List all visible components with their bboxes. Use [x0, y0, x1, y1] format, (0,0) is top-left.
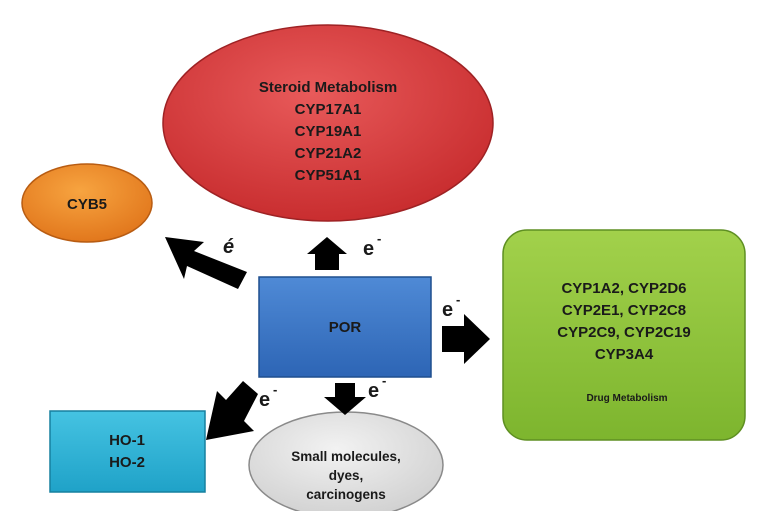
electron-charge: - [382, 373, 386, 388]
arrow-upleft-cyb5 [165, 237, 247, 289]
drug-node: CYP1A2, CYP2D6 CYP2E1, CYP2C8 CYP2C9, CY… [502, 229, 746, 441]
small-molecules-label: dyes, [329, 468, 364, 483]
electron-symbol: e [368, 380, 379, 402]
cyb5-node: CYB5 [21, 163, 153, 243]
steroid-gene: CYP19A1 [295, 123, 362, 140]
steroid-gene: CYP21A2 [295, 145, 362, 162]
small-molecules-node: Small molecules, dyes, carcinogens [248, 411, 444, 511]
drug-genes: CYP3A4 [595, 346, 654, 363]
arrow-downleft-ho [206, 381, 258, 440]
small-molecules-label: Small molecules, [291, 449, 401, 464]
electron-symbol: e [259, 389, 270, 411]
electron-label-small: e - [368, 373, 386, 402]
steroid-gene: CYP51A1 [295, 167, 362, 184]
por-node: POR [258, 276, 432, 378]
electron-charge: - [456, 292, 460, 307]
electron-symbol: e [442, 299, 453, 321]
ho-node: HO-1 HO-2 [49, 410, 206, 493]
ho-label: HO-2 [109, 454, 145, 471]
electron-charge: - [273, 382, 277, 397]
drug-genes: CYP2C9, CYP2C19 [557, 324, 690, 341]
cyb5-label: CYB5 [67, 196, 107, 213]
electron-label-drug: e - [442, 292, 460, 321]
arrow-right-drug [442, 314, 490, 364]
electron-label-steroid: e - [363, 231, 381, 260]
steroid-gene: CYP17A1 [295, 101, 362, 118]
drug-genes: CYP2E1, CYP2C8 [562, 302, 686, 319]
electron-symbol: é [223, 236, 234, 258]
electron-symbol: e [363, 238, 374, 260]
steroid-node: Steroid Metabolism CYP17A1 CYP19A1 CYP21… [162, 24, 494, 222]
electron-label-cyb5: é [223, 236, 234, 258]
small-molecules-label: carcinogens [306, 487, 386, 502]
steroid-title: Steroid Metabolism [259, 79, 397, 96]
electron-label-ho: e - [259, 382, 277, 411]
ho-label: HO-1 [109, 432, 145, 449]
drug-caption: Drug Metabolism [586, 393, 667, 404]
drug-genes: CYP1A2, CYP2D6 [561, 280, 686, 297]
arrow-up-steroid [307, 237, 347, 270]
arrow-down-small [324, 383, 366, 415]
electron-charge: - [377, 231, 381, 246]
por-label: POR [329, 319, 362, 336]
